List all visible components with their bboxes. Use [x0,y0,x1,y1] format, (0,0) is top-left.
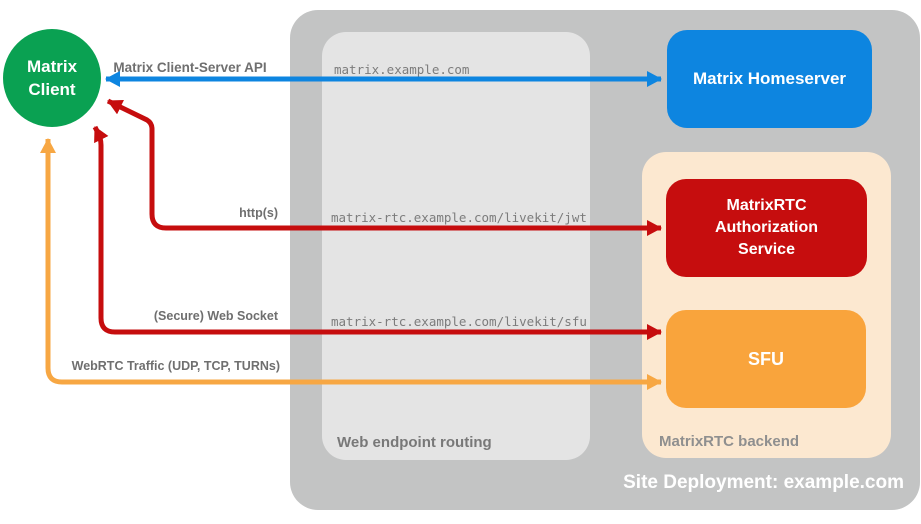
webrtc-traffic-arrow-label: WebRTC Traffic (UDP, TCP, TURNs) [71,359,280,373]
client-server-api-arrow-label: Matrix Client-Server API [113,60,267,75]
matrix-client-node: Matrix Client [3,29,101,127]
endpoint-livekit-jwt: matrix-rtc.example.com/livekit/jwt [331,210,587,225]
deployment-title: Site Deployment: example.com [623,472,904,493]
matrix-homeserver-node: Matrix Homeserver [667,30,872,128]
matrix-client-label: Matrix Client [26,57,78,99]
routing-title: Web endpoint routing [337,434,492,451]
websocket-arrow-label: (Secure) Web Socket [153,309,278,323]
endpoint-matrix-example-com: matrix.example.com [334,62,470,77]
endpoint-livekit-sfu: matrix-rtc.example.com/livekit/sfu [331,314,587,329]
auth-service-label: MatrixRTC Authorization Service [714,197,819,258]
backend-title: MatrixRTC backend [659,433,800,450]
web-endpoint-routing-box: Web endpoint routing [322,32,590,460]
sfu-label: SFU [748,348,784,369]
https-arrow-label: http(s) [239,206,278,220]
sfu-node: SFU [666,310,866,408]
homeserver-label: Matrix Homeserver [692,69,847,88]
matrixrtc-auth-service-node: MatrixRTC Authorization Service [666,179,867,277]
